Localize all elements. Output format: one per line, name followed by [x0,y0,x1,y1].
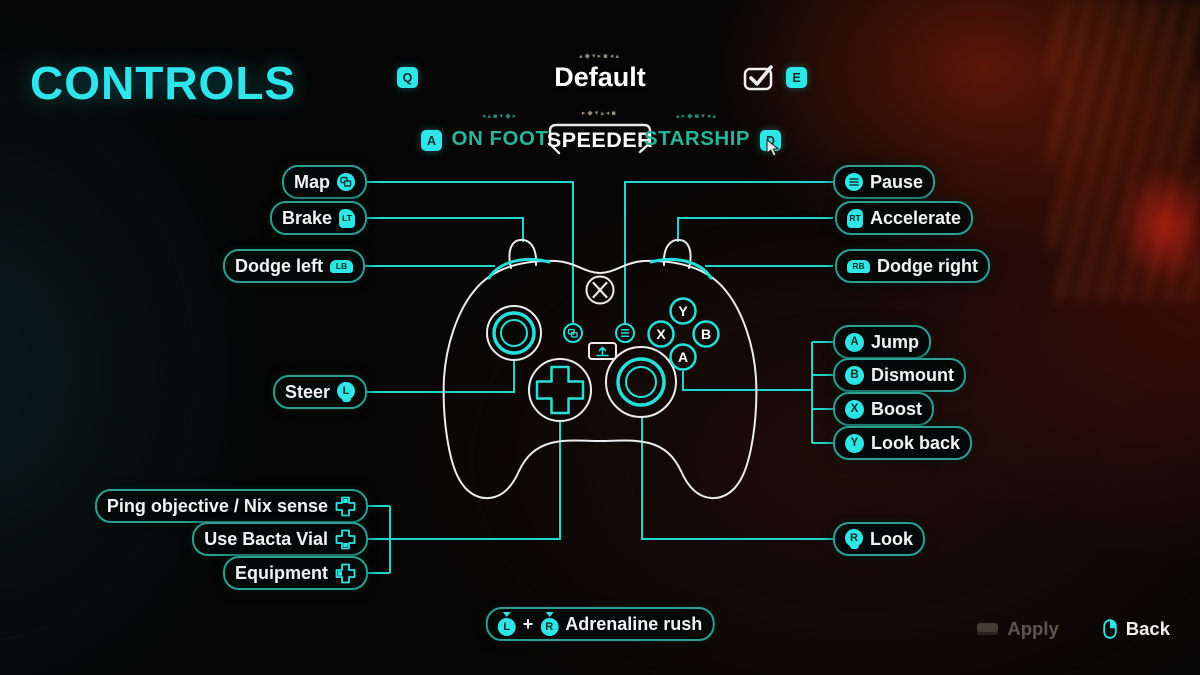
r-stick-letter: R [540,618,559,637]
binding-label-steer: Steer L [272,375,367,409]
right-stick-icon: R [845,528,863,550]
l-stick-letter: L [497,618,516,637]
dpad-down-icon [335,529,356,549]
left-stick-icon: L [337,381,355,403]
preset-cycle-right-key: E [786,67,807,88]
press-arrow [545,611,554,617]
binding-action-text: Steer [284,381,330,402]
binding-action-text: Dodge right [877,255,978,276]
binding-label-brake: Brake LT [269,201,367,235]
binding-label-dodge-right: RB Dodge right [835,249,990,283]
binding-label-dodge-left: Dodge left LB [223,249,365,283]
binding-action-text: Accelerate [870,207,962,228]
l-stick-letter: L [337,381,355,400]
binding-action-text: Jump [871,331,920,352]
controller-y-letter: Y [678,303,688,319]
view-button-icon [337,173,355,191]
rb-button-icon: RB [847,259,870,273]
tabs-cycle-right-key: D [760,130,781,151]
menu-button-icon [845,173,863,191]
rb-letter: RB [852,261,865,271]
binding-label-boost: X Boost [833,392,934,426]
rt-letter: RT [849,213,861,223]
r-stick-letter: R [845,528,863,547]
b-button-icon: B [845,365,864,385]
binding-label-ping-objective: Ping objective / Nix sense [94,489,368,523]
lt-letter: LT [342,213,352,223]
binding-label-accelerate: RT Accelerate [835,201,974,235]
controller-b-letter: B [701,326,711,342]
footer-bar: Apply Back [977,618,1170,640]
binding-label-jump: A Jump [833,325,932,359]
dpad-left-icon [335,563,356,583]
mouse-right-click-icon [1103,619,1117,639]
lb-letter: LB [335,261,348,271]
binding-action-text: Use Bacta Vial [204,528,328,549]
binding-action-text: Look back [871,432,961,453]
tab-on-foot-aurebesh: ◂▴▪▾◆▸ [481,112,519,120]
tab-starship-aurebesh: ▴▸◆▪▾◂▴ [676,112,718,120]
tab-speeder-bracket [548,123,652,155]
binding-label-pause: Pause [833,165,936,199]
preset-cycle-left-key: Q [397,67,418,88]
binding-action-text: Dodge left [235,255,323,276]
tabs-cycle-left-key: A [421,130,442,151]
select-checkbox-icon [743,65,773,91]
preset-selector[interactable]: Default [554,62,646,92]
tab-on-foot[interactable]: ON FOOT [451,127,549,150]
back-label: Back [1125,618,1170,639]
y-button-icon: Y [845,433,864,453]
binding-action-text: Equipment [235,562,328,583]
key-d-label: D [765,133,776,148]
stick-stem [849,545,859,550]
x-button-icon: X [845,399,864,419]
tab-speeder-aurebesh: ▸◆▾▴◂▪ [581,109,619,117]
lt-button-icon: LT [339,208,355,228]
x-letter: X [850,403,859,415]
binding-action-text: Pause [870,171,924,192]
l-stick-press-icon: L [497,611,516,637]
press-arrow [502,611,511,617]
binding-action-text: Brake [281,207,332,228]
controller-x-letter: X [656,326,666,342]
lb-button-icon: LB [330,259,353,273]
rt-button-icon: RT [847,208,863,228]
key-a-label: A [426,133,437,148]
tab-speeder[interactable]: SPEEDER [546,128,654,152]
page-title: CONTROLS [30,57,297,109]
enter-key-icon [977,623,999,635]
binding-action-text: Adrenaline rush [565,613,703,634]
binding-action-text: Map [294,171,330,192]
binding-label-look-back: Y Look back [833,426,973,460]
tab-starship[interactable]: STARSHIP [643,127,751,150]
binding-label-bacta-vial: Use Bacta Vial [192,522,368,556]
binding-action-text: Ping objective / Nix sense [106,495,328,516]
binding-label-look: R Look [833,522,925,556]
b-letter: B [850,369,859,381]
key-q-label: Q [402,70,413,85]
back-button[interactable]: Back [1103,618,1170,640]
key-e-label: E [792,70,801,85]
binding-label-dismount: B Dismount [833,358,966,392]
preset-aurebesh-text: ▴◆▾▸▪◂▴ [579,52,621,60]
plus-sign: + [522,613,534,634]
r-stick-press-icon: R [540,611,559,637]
controller-a-letter: A [678,349,688,365]
adrenaline-combo-label: L + R Adrenaline rush [485,607,715,641]
apply-button[interactable]: Apply [977,618,1059,640]
background-red-glow [1117,168,1200,283]
binding-action-text: Look [870,528,913,549]
dpad-up-icon [335,496,356,516]
y-letter: Y [850,437,859,449]
binding-label-equipment: Equipment [223,556,368,590]
stick-stem [341,398,351,403]
binding-label-map: Map [282,165,367,199]
mouse-cursor [766,139,780,157]
a-letter: A [850,336,859,348]
binding-action-text: Boost [871,398,922,419]
binding-action-text: Dismount [871,364,954,385]
a-button-icon: A [845,332,864,352]
apply-label: Apply [1007,618,1059,639]
